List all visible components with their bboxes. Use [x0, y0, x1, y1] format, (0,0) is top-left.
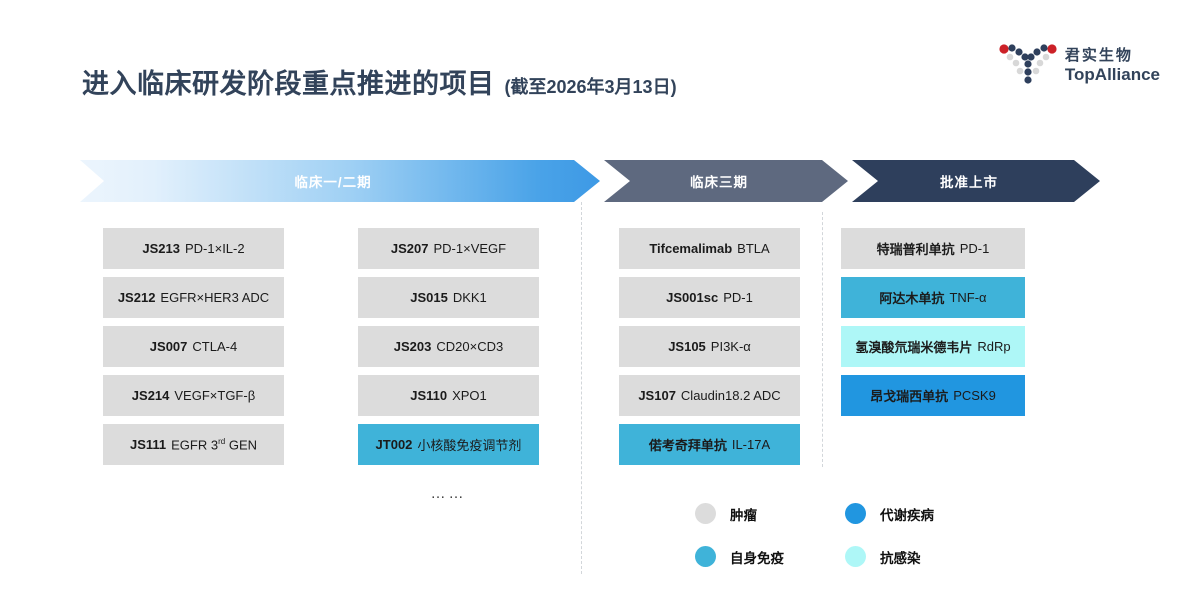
- card-code: 特瑞普利单抗: [876, 242, 955, 257]
- card-code: 昂戈瑞西单抗: [870, 389, 949, 404]
- category-legend: 肿瘤 代谢疾病 自身免疫 抗感染: [695, 503, 995, 567]
- company-logo: 君实生物 TopAlliance: [997, 40, 1160, 92]
- card-target: XPO1: [452, 388, 487, 403]
- card-target: DKK1: [452, 290, 487, 305]
- pipeline-card[interactable]: Tifcemalimab BTLA: [619, 228, 800, 269]
- column-divider-2: [822, 212, 823, 467]
- card-target: Claudin18.2 ADC: [680, 388, 781, 403]
- card-target: PD-1×IL-2: [184, 241, 245, 256]
- pipeline-card[interactable]: 阿达木单抗 TNF-α: [841, 277, 1025, 318]
- pipeline-card[interactable]: JS207 PD-1×VEGF: [358, 228, 539, 269]
- card-target: PCSK9: [953, 388, 996, 403]
- card-code: 偌考奇拜单抗: [648, 438, 727, 453]
- card-target: TNF-α: [949, 290, 987, 305]
- antibody-y-dots-icon: [999, 44, 1057, 84]
- card-target: CD20×CD3: [436, 339, 504, 354]
- card-code: JS007: [149, 339, 188, 354]
- pipeline-card[interactable]: JS203 CD20×CD3: [358, 326, 539, 367]
- legend-item-metabolic: 代谢疾病: [845, 503, 995, 524]
- pipeline-card[interactable]: JS015 DKK1: [358, 277, 539, 318]
- card-target: PI3K-α: [710, 339, 751, 354]
- card-target: BTLA: [737, 241, 770, 256]
- card-code: JS110: [410, 388, 448, 403]
- legend-label: 自身免疫: [730, 550, 784, 566]
- card-code: JS015: [410, 290, 448, 305]
- card-code: JS213: [142, 241, 180, 256]
- phase-banner-label-2: 临床三期: [690, 175, 748, 190]
- card-code: JS111: [129, 437, 167, 452]
- more-items-ellipsis: ……: [430, 485, 467, 502]
- title-main-text: 进入临床研发阶段重点推进的项目: [82, 69, 495, 99]
- legend-dot-tumor-icon: [695, 503, 716, 524]
- phase-banner-approved: 批准上市: [852, 160, 1100, 202]
- card-code: JS207: [390, 241, 429, 256]
- pipeline-card[interactable]: JT002 小核酸免疫调节剂: [358, 424, 539, 465]
- card-target: IL-17A: [731, 437, 771, 452]
- phase-banner-clinical-1-2: 临床一/二期: [80, 160, 600, 202]
- pipeline-card[interactable]: JS110 XPO1: [358, 375, 539, 416]
- pipeline-card[interactable]: 昂戈瑞西单抗 PCSK9: [841, 375, 1025, 416]
- card-target: PD-1×VEGF: [433, 241, 507, 256]
- card-code: JT002: [375, 437, 413, 452]
- title-date-text: (截至2026年3月13日): [504, 77, 677, 97]
- card-code: 阿达木单抗: [879, 291, 945, 306]
- card-code: JS214: [131, 388, 170, 403]
- page-title: 进入临床研发阶段重点推进的项目 (截至2026年3月13日): [82, 62, 677, 101]
- pipeline-card[interactable]: JS105 PI3K-α: [619, 326, 800, 367]
- pipeline-card[interactable]: JS111 EGFR 3rd GEN: [103, 424, 284, 465]
- legend-label: 肿瘤: [730, 507, 757, 523]
- phase-banner-label-1: 临床一/二期: [294, 175, 372, 190]
- phase-banner-clinical-3: 临床三期: [604, 160, 848, 202]
- card-target: PD-1: [723, 290, 753, 305]
- pipeline-card[interactable]: JS214 VEGF×TGF-β: [103, 375, 284, 416]
- card-code: JS001sc: [666, 290, 719, 305]
- logo-en-text: TopAlliance: [1064, 64, 1160, 84]
- card-target: CTLA-4: [192, 339, 238, 354]
- card-target: 小核酸免疫调节剂: [417, 438, 522, 453]
- pipeline-card[interactable]: JS212 EGFR×HER3 ADC: [103, 277, 284, 318]
- logo-cn-text: 君实生物: [1064, 47, 1133, 65]
- phase-banner-row: 临床一/二期 临床三期 批准上市: [80, 160, 1120, 202]
- pipeline-column-phase12-a: JS213 PD-1×IL-2 JS212 EGFR×HER3 ADC JS007 C…: [103, 228, 284, 465]
- card-code: JS107: [638, 388, 676, 403]
- card-code: Tifcemalimab: [649, 241, 733, 256]
- card-code: 氢溴酸氘瑞米德韦片: [855, 340, 973, 355]
- pipeline-card[interactable]: JS007 CTLA-4: [103, 326, 284, 367]
- legend-dot-autoimmune-icon: [695, 546, 716, 567]
- card-code: JS212: [117, 290, 156, 305]
- card-code: JS203: [393, 339, 432, 354]
- pipeline-card[interactable]: JS001sc PD-1: [619, 277, 800, 318]
- legend-item-tumor: 肿瘤: [695, 503, 845, 524]
- pipeline-column-phase12-b: JS207 PD-1×VEGF JS015 DKK1 JS203 CD20×CD3 J…: [358, 228, 539, 465]
- phase-banner-label-3: 批准上市: [940, 175, 998, 190]
- legend-item-autoimmune: 自身免疫: [695, 546, 845, 567]
- pipeline-card[interactable]: 偌考奇拜单抗 IL-17A: [619, 424, 800, 465]
- pipeline-column-phase3: Tifcemalimab BTLA JS001sc PD-1 JS105 PI3K-α…: [619, 228, 800, 465]
- legend-dot-infection-icon: [845, 546, 866, 567]
- card-target: EGFR 3rd GEN: [171, 436, 258, 453]
- card-target: PD-1: [959, 241, 990, 256]
- pipeline-column-approved: 特瑞普利单抗 PD-1 阿达木单抗 TNF-α 氢溴酸氘瑞米德韦片 RdRp 昂戈瑞西…: [841, 228, 1025, 416]
- legend-label: 抗感染: [880, 550, 921, 566]
- card-target: VEGF×TGF-β: [174, 388, 256, 403]
- card-code: JS105: [668, 339, 706, 354]
- column-divider-1: [581, 202, 582, 574]
- card-target: RdRp: [977, 339, 1011, 354]
- pipeline-card[interactable]: 氢溴酸氘瑞米德韦片 RdRp: [841, 326, 1025, 367]
- card-target: EGFR×HER3 ADC: [160, 290, 270, 305]
- pipeline-card[interactable]: JS213 PD-1×IL-2: [103, 228, 284, 269]
- pipeline-card[interactable]: JS107 Claudin18.2 ADC: [619, 375, 800, 416]
- legend-label: 代谢疾病: [880, 507, 934, 523]
- legend-item-infection: 抗感染: [845, 546, 995, 567]
- pipeline-card[interactable]: 特瑞普利单抗 PD-1: [841, 228, 1025, 269]
- legend-dot-metabolic-icon: [845, 503, 866, 524]
